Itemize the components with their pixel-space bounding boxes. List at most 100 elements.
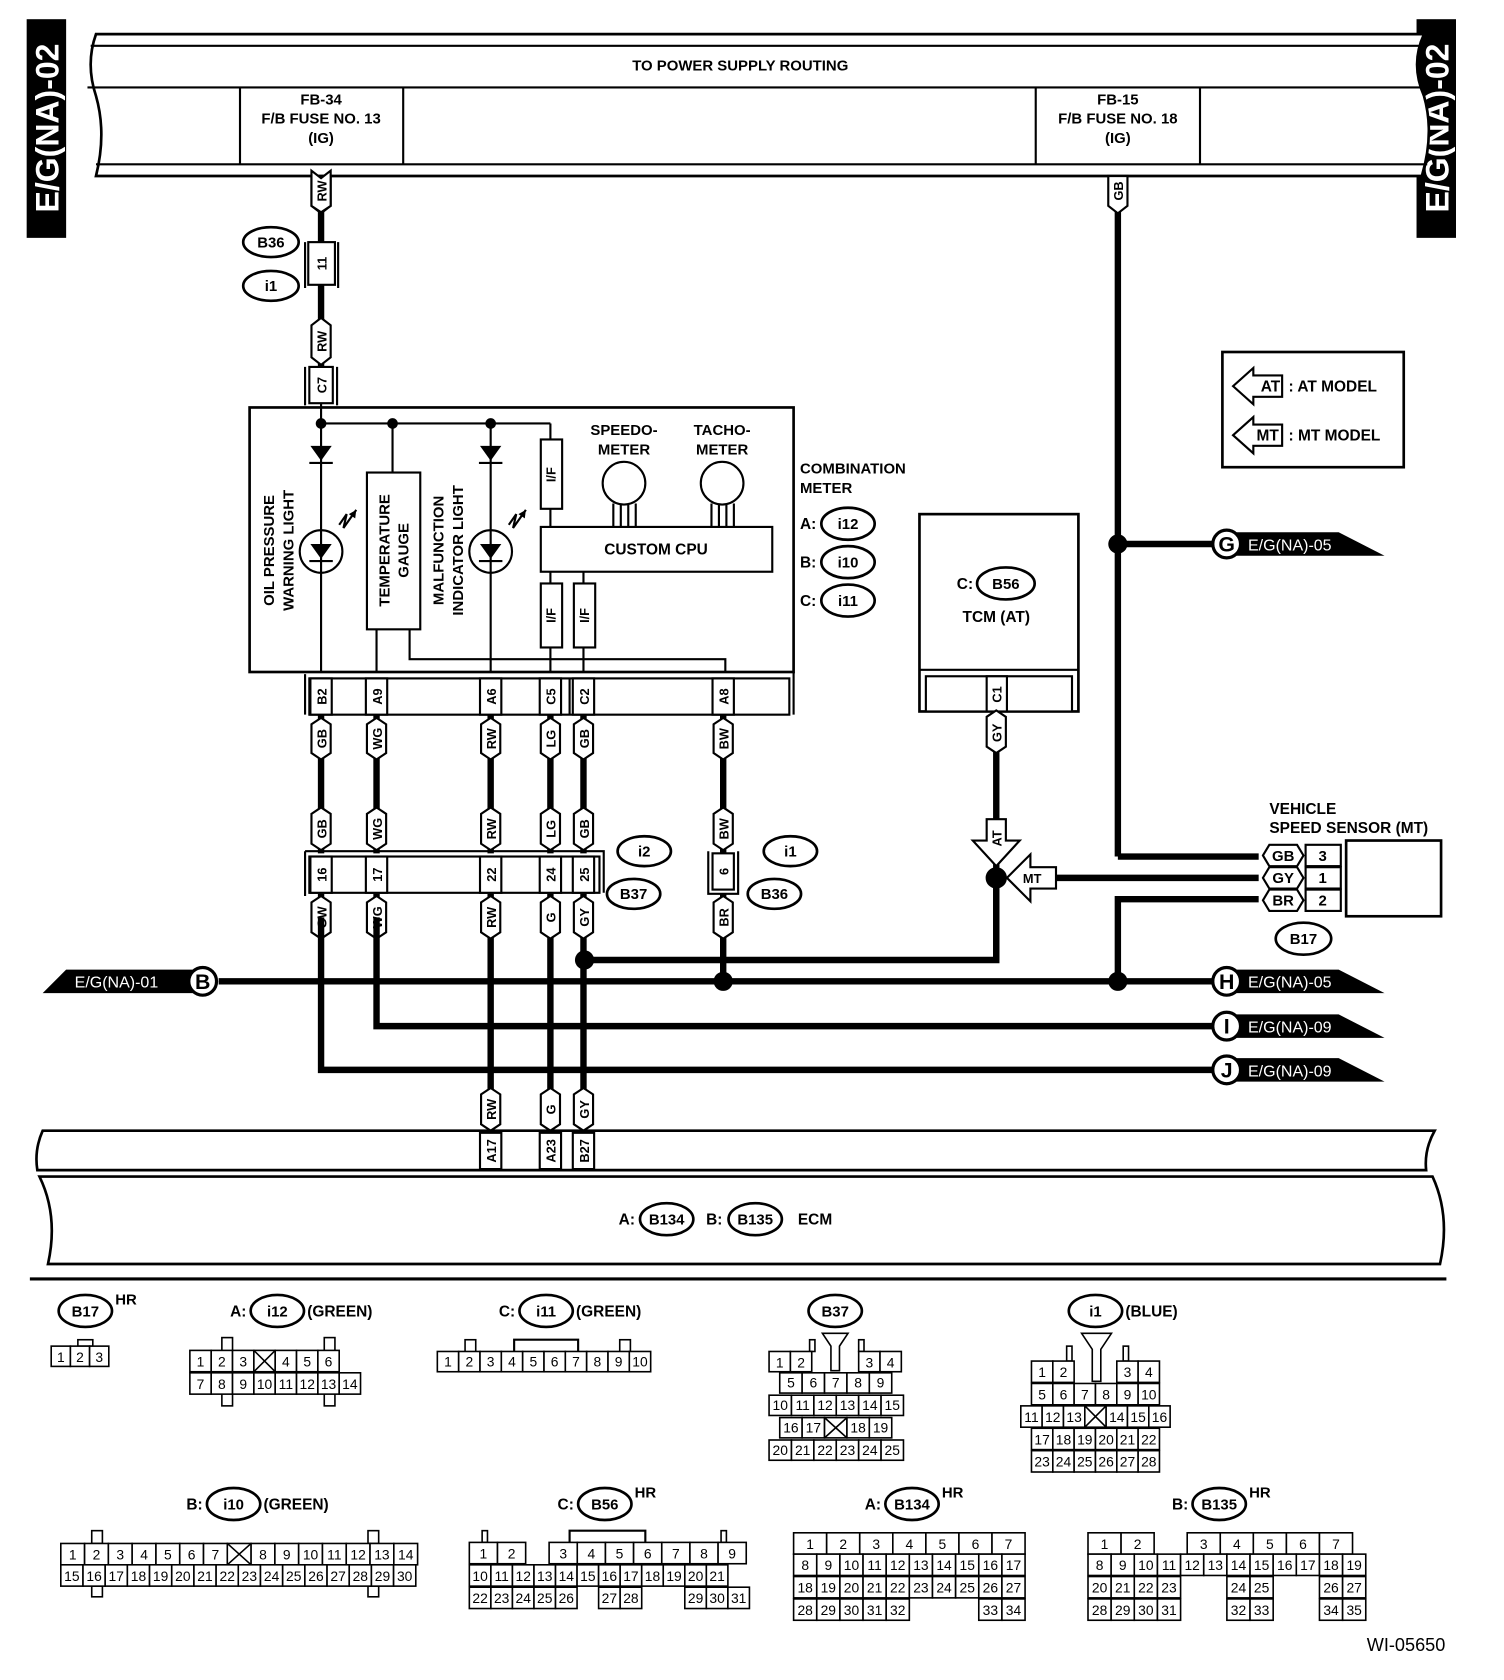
pin-number: 7 xyxy=(1332,1536,1340,1552)
tcm-pin-c1: C1 xyxy=(990,686,1005,702)
i2-pin-label: 22 xyxy=(484,868,499,882)
pin-number: 12 xyxy=(1045,1409,1061,1425)
latch xyxy=(323,1392,336,1407)
pin-number: 10 xyxy=(303,1546,319,1562)
pin-cell xyxy=(789,1350,813,1373)
connector-b36[interactable] xyxy=(746,877,803,911)
pin-number: 23 xyxy=(1161,1580,1177,1596)
pin-number: 8 xyxy=(700,1545,708,1561)
connector-b37[interactable] xyxy=(605,877,662,911)
link-b[interactable]: BE/G(NA)-01 xyxy=(42,965,219,997)
pin-number: 26 xyxy=(1323,1580,1339,1596)
legend-box: AT : AT MODEL MT : MT MODEL xyxy=(1221,350,1406,469)
pin-number: 31 xyxy=(1161,1602,1177,1618)
wire-gy-tcm: GY AT MT xyxy=(584,709,1259,964)
connector-b36-upper[interactable]: B36 xyxy=(241,225,300,259)
link-ref: E/G(NA)-05 xyxy=(1248,537,1332,554)
pin-number: 22 xyxy=(472,1590,488,1606)
pin-number: 3 xyxy=(1200,1536,1208,1552)
mil-label-2: INDICATOR LIGHT xyxy=(450,485,467,615)
pin-number: 15 xyxy=(64,1568,80,1584)
page-ref-right[interactable]: E/G(NA)-02 xyxy=(1416,19,1456,238)
ecm-a-prefix: A: xyxy=(619,1212,635,1229)
conn-oval xyxy=(57,1293,114,1329)
conn-prefix: C: xyxy=(558,1496,574,1513)
conn-prefix: B: xyxy=(1172,1496,1188,1513)
meter-connector-i12[interactable] xyxy=(820,506,876,542)
wire-color-upper: GB xyxy=(577,729,592,748)
pin-number: 7 xyxy=(197,1376,205,1392)
wire-color-lower-shape xyxy=(480,894,502,940)
conn-id: i10 xyxy=(223,1496,244,1513)
pin-number: 20 xyxy=(175,1568,191,1584)
pin-number: 12 xyxy=(817,1397,833,1413)
wire-color-ecm-shape xyxy=(572,1086,595,1132)
pin-number: 22 xyxy=(1141,1431,1157,1447)
combination-meter[interactable]: OIL PRESSURE WARNING LIGHT TEMPERATURE G… xyxy=(248,403,906,716)
vss-wire-color: GB xyxy=(1272,848,1295,865)
key xyxy=(568,1529,647,1543)
pin-number: 2 xyxy=(465,1353,473,1369)
link-letter-circle xyxy=(187,965,219,997)
meter-connector-i10[interactable] xyxy=(820,544,876,580)
link-g[interactable]: G E/G(NA)-05 xyxy=(1211,528,1385,560)
link-letter: G xyxy=(1218,532,1235,556)
tcm-connector-b56[interactable] xyxy=(975,566,1036,601)
pin-number: 6 xyxy=(809,1375,817,1391)
wire-color-lower: G xyxy=(544,912,559,922)
pin-cell xyxy=(317,1349,340,1373)
pin-number: 32 xyxy=(890,1602,906,1618)
pin-number: 28 xyxy=(623,1590,639,1606)
temperature-label-1: TEMPERATURE xyxy=(376,494,393,607)
wire-color-upper: LG xyxy=(544,730,559,748)
harness-lines xyxy=(218,917,1216,1074)
conn-oval xyxy=(1191,1486,1248,1522)
pin-number: 6 xyxy=(325,1353,333,1369)
pin-number: 20 xyxy=(773,1442,789,1458)
pin-number: 25 xyxy=(959,1580,975,1596)
vss-connector-b17[interactable] xyxy=(1274,921,1333,956)
pin-number: 35 xyxy=(1346,1602,1362,1618)
pin-number: 9 xyxy=(1119,1557,1127,1573)
pin-number: 3 xyxy=(1124,1364,1132,1380)
connector-i1-upper[interactable]: i1 xyxy=(241,269,300,303)
latch xyxy=(367,1585,380,1598)
connector-i1[interactable] xyxy=(762,834,819,868)
pin-cell xyxy=(392,1564,417,1587)
ecm-connector-b135[interactable] xyxy=(727,1201,784,1237)
pin-number: 8 xyxy=(1102,1386,1110,1402)
pin-cell xyxy=(880,1439,905,1462)
pin-number: 23 xyxy=(494,1590,510,1606)
pin-number: 28 xyxy=(1141,1454,1157,1470)
ecm-connector-b134[interactable] xyxy=(638,1201,695,1237)
meter-connector-i11[interactable] xyxy=(820,583,876,618)
pin-number: 14 xyxy=(936,1557,952,1573)
mil-label-1: MALFUNCTION xyxy=(431,496,448,605)
page-ref-left[interactable]: E/G(NA)-02 xyxy=(26,19,67,238)
pin-number: 8 xyxy=(801,1557,809,1573)
pin-number: 19 xyxy=(873,1420,889,1436)
pin-number: 31 xyxy=(731,1590,747,1606)
pin-number: 4 xyxy=(508,1353,516,1369)
speedometer-icon xyxy=(601,460,647,506)
pin-number: 1 xyxy=(1101,1536,1109,1552)
tcm-at[interactable]: C1 C: B56 TCM (AT) xyxy=(918,512,1080,713)
pin-number: 15 xyxy=(1254,1557,1270,1573)
pin-number: 9 xyxy=(877,1375,885,1391)
pin-number: 7 xyxy=(212,1546,220,1562)
pin-number: 24 xyxy=(1231,1580,1247,1596)
connector-i2[interactable] xyxy=(616,834,673,868)
pin-number: 4 xyxy=(588,1545,596,1561)
pin-number: 16 xyxy=(983,1557,999,1573)
pin-number: 17 xyxy=(109,1568,125,1584)
pin-number: 24 xyxy=(264,1568,280,1584)
pin-cell xyxy=(1137,1382,1161,1406)
legend-mt-tag: MT xyxy=(1257,428,1280,445)
pin-number: 12 xyxy=(350,1546,366,1562)
